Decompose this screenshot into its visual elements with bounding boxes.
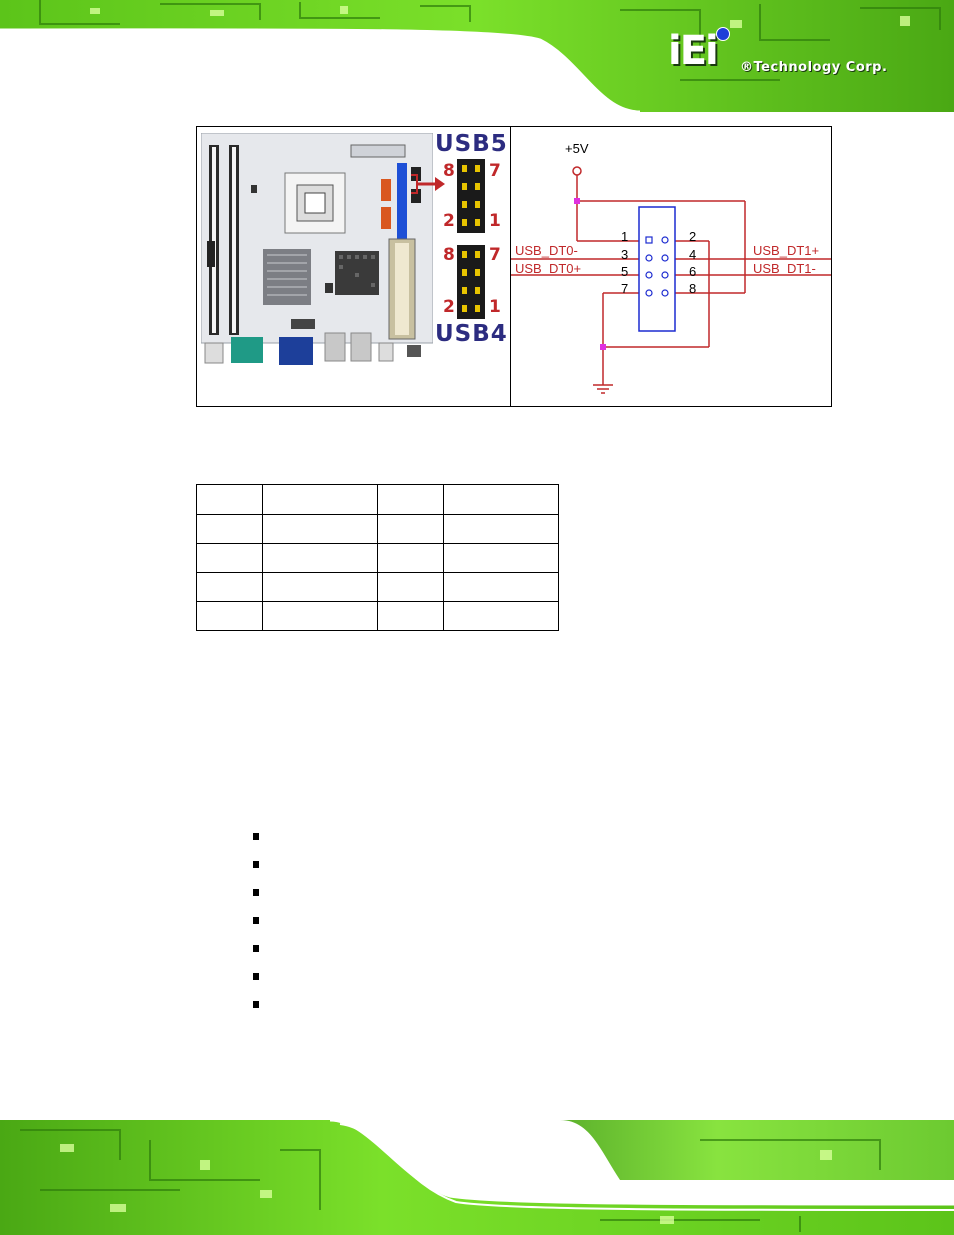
schematic-pin-2: 2	[689, 229, 697, 244]
signal-usb-dt1-plus: USB_DT1+	[753, 243, 820, 258]
usb5-header-icon	[457, 159, 485, 233]
brand-logo: iEi	[668, 28, 719, 74]
bullet-icon	[253, 917, 259, 924]
usb5-pin-8: 8	[443, 161, 455, 181]
bullet-icon	[253, 833, 259, 840]
table-row	[196, 484, 559, 515]
schematic-pin-4: 4	[689, 247, 697, 262]
table-cell	[262, 514, 378, 544]
brand-name: ®Technology Corp.	[740, 60, 888, 75]
footer-circuit-band	[0, 1120, 954, 1235]
table-row	[196, 514, 559, 544]
bullet-icon	[253, 945, 259, 952]
table-cell	[196, 543, 263, 573]
table-cell	[262, 601, 378, 631]
power-label: +5V	[565, 141, 589, 156]
table-cell	[443, 601, 559, 631]
table-row	[196, 601, 559, 631]
table-cell	[196, 514, 263, 544]
table-cell	[196, 572, 263, 602]
table-cell	[443, 484, 559, 515]
table-cell	[377, 543, 444, 573]
usb4-label: USB4	[435, 321, 508, 347]
usb4-pin-1: 1	[489, 297, 501, 317]
schematic-pin-7: 7	[621, 281, 629, 296]
connector-figure: USB5 8 7 2 1 8 7 2 1 USB4	[196, 126, 832, 407]
table-cell	[443, 543, 559, 573]
schematic-pin-5: 5	[621, 264, 629, 279]
signal-usb-dt0-plus: USB_DT0+	[515, 261, 582, 276]
usb-pinout-schematic	[511, 166, 831, 394]
signal-usb-dt0-minus: USB_DT0-	[515, 243, 578, 258]
table-cell	[262, 572, 378, 602]
bullet-icon	[253, 973, 259, 980]
schematic-pin-3: 3	[621, 247, 629, 262]
schematic-pin-8: 8	[689, 281, 697, 296]
figure-divider	[510, 127, 511, 406]
table-cell	[377, 572, 444, 602]
signal-usb-dt1-minus: USB_DT1-	[753, 261, 816, 276]
brand-dot-icon	[716, 27, 730, 41]
table-cell	[262, 543, 378, 573]
bullet-icon	[253, 889, 259, 896]
callout-arrow-icon	[411, 174, 445, 194]
motherboard-illustration	[201, 133, 433, 365]
bullet-icon	[253, 861, 259, 868]
usb4-header-icon	[457, 245, 485, 319]
table-cell	[196, 601, 263, 631]
table-cell	[443, 572, 559, 602]
table-row	[196, 572, 559, 602]
table-cell	[377, 601, 444, 631]
usb4-pin-2: 2	[443, 297, 455, 317]
header-circuit-band	[0, 0, 954, 112]
bullet-icon	[253, 1001, 259, 1008]
table-row	[196, 543, 559, 573]
usb5-pin-7: 7	[489, 161, 501, 181]
table-cell	[377, 484, 444, 515]
table-cell	[196, 484, 263, 515]
pinout-table	[196, 484, 559, 631]
usb5-label: USB5	[435, 131, 508, 157]
usb4-pin-7: 7	[489, 245, 501, 265]
table-cell	[262, 484, 378, 515]
table-cell	[443, 514, 559, 544]
table-cell	[377, 514, 444, 544]
schematic-pin-1: 1	[621, 229, 629, 244]
usb5-pin-1: 1	[489, 211, 501, 231]
schematic-pin-6: 6	[689, 264, 697, 279]
usb4-pin-8: 8	[443, 245, 455, 265]
usb5-pin-2: 2	[443, 211, 455, 231]
